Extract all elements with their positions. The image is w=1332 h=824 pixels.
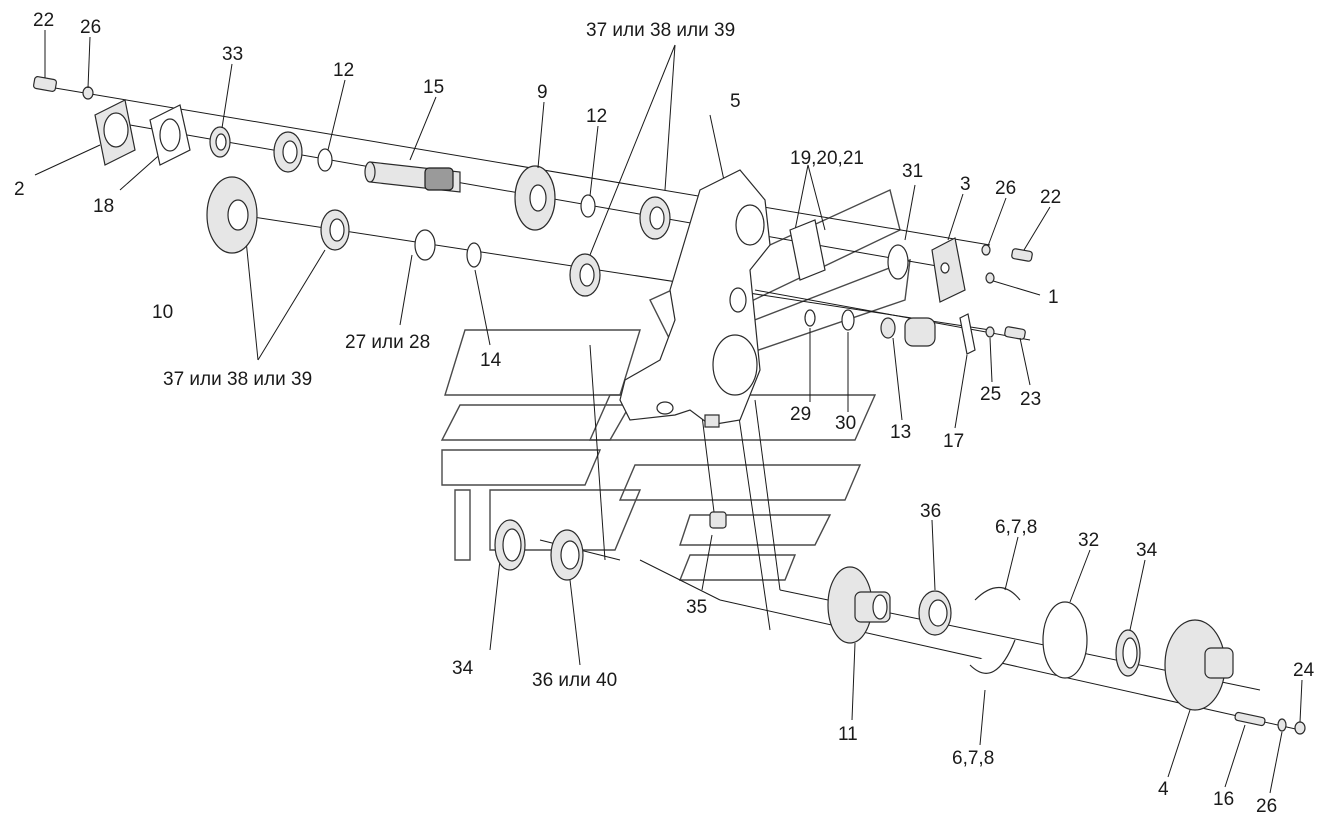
shim-6-lower [969, 639, 1016, 674]
label-19-20-21: 19,20,21 [790, 148, 864, 169]
label-23: 23 [1020, 389, 1041, 410]
label-6-7-8-bottom: 6,7,8 [952, 748, 994, 769]
label-9: 9 [537, 82, 548, 103]
ring-30 [841, 309, 855, 331]
label-10: 10 [152, 302, 173, 323]
label-22-left: 22 [33, 10, 54, 31]
label-36-right: 36 [920, 501, 941, 522]
seal-34-lower-left [494, 519, 526, 571]
seal-34-lower-right [1115, 629, 1141, 677]
gear-11 [827, 566, 891, 644]
label-3: 3 [960, 174, 971, 195]
label-37-bottom: 37 или 38 или 39 [163, 369, 312, 390]
o-ring-32 [1042, 601, 1088, 679]
bolt-22-right [1011, 248, 1033, 262]
label-29: 29 [790, 404, 811, 425]
label-26-right: 26 [995, 178, 1016, 199]
label-31: 31 [902, 161, 923, 182]
shaft-15 [364, 161, 461, 193]
label-1: 1 [1048, 287, 1059, 308]
watermark-logo [440, 189, 911, 581]
label-18: 18 [93, 196, 114, 217]
label-24: 24 [1293, 660, 1315, 681]
label-30: 30 [835, 413, 856, 434]
shim-6-upper [974, 586, 1021, 601]
bearing-37-lower-right [569, 253, 601, 297]
nut-24 [1294, 721, 1306, 735]
label-25: 25 [980, 384, 1001, 405]
label-36-or-40: 36 или 40 [532, 670, 617, 691]
plug-1 [985, 272, 995, 284]
sleeve-13 [880, 317, 936, 347]
label-26-bottom: 26 [1256, 796, 1277, 817]
label-2: 2 [14, 179, 25, 200]
label-34-right: 34 [1136, 540, 1158, 561]
snap-ring-27 [414, 229, 436, 261]
label-35: 35 [686, 597, 707, 618]
plug-35 [709, 511, 727, 529]
washer-26-lower [1277, 718, 1287, 732]
bearing-37-upper-right [639, 196, 671, 240]
leader-lines [34, 44, 1041, 666]
part-labels: 22 26 33 12 15 37 или 38 или 39 9 12 5 2… [14, 10, 1315, 817]
label-13: 13 [890, 422, 911, 443]
label-6-7-8-top: 6,7,8 [995, 517, 1037, 538]
label-ticks [44, 30, 1303, 794]
label-11: 11 [838, 724, 858, 745]
gasket-18 [149, 104, 191, 166]
label-32: 32 [1078, 530, 1099, 551]
washer-14 [466, 242, 482, 268]
o-ring-31 [887, 244, 909, 280]
bearing-37-lower-left [320, 209, 350, 251]
label-33: 33 [222, 44, 243, 65]
cover-3 [931, 237, 966, 303]
label-17: 17 [943, 431, 964, 452]
label-5: 5 [730, 91, 741, 112]
label-12-left: 12 [333, 60, 354, 81]
label-26-left: 26 [80, 17, 101, 38]
bearing-36-lower-left [550, 529, 584, 581]
label-37-top: 37 или 38 или 39 [586, 20, 735, 41]
bearing-36-lower-right [918, 590, 952, 636]
cover-4 [1164, 619, 1234, 711]
label-16: 16 [1213, 789, 1234, 810]
ring-12-right [580, 194, 596, 218]
washer-26-right [981, 244, 991, 256]
label-27: 27 или 28 [345, 332, 430, 353]
label-15: 15 [423, 77, 444, 98]
pin-16 [1234, 711, 1266, 727]
bolt-22-left [33, 76, 57, 92]
label-4: 4 [1158, 779, 1169, 800]
bolt-23 [1004, 326, 1026, 340]
gasket-19 [789, 219, 826, 281]
label-34-left: 34 [452, 658, 474, 679]
label-22-right: 22 [1040, 187, 1061, 208]
flange-2 [94, 99, 136, 166]
ring-12-left [317, 148, 333, 172]
label-12-right: 12 [586, 106, 607, 127]
ring-29 [804, 309, 816, 327]
gear-10 [206, 176, 258, 254]
seal-33 [209, 126, 231, 158]
gear-9 [514, 165, 556, 231]
washer-25 [985, 326, 995, 338]
bearing-37-upper-left [273, 131, 303, 173]
washer-26-left [82, 86, 94, 100]
housing-5 [619, 169, 771, 428]
plate-17 [959, 313, 976, 355]
label-14: 14 [480, 350, 502, 371]
